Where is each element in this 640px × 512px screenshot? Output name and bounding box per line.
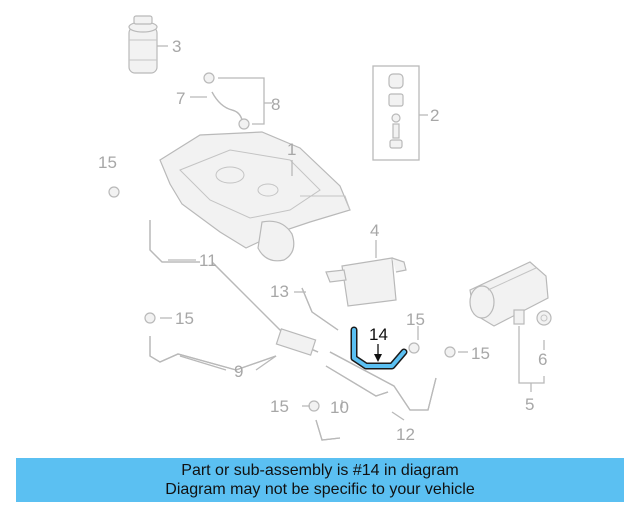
part-7-8-hose [190,72,272,130]
part-1-crossmember [159,131,351,262]
callout-15c: 15 [406,310,425,329]
callout-15a: 15 [98,153,117,172]
part-4-bracket [325,240,407,307]
callout-15e: 15 [270,397,289,416]
callout-13: 13 [270,282,289,301]
part-2-kit [372,65,428,161]
callout-7: 7 [176,89,185,108]
parts-diagram: 1 2 3 4 5 6 7 8 9 10 11 12 13 15 15 15 1… [98,15,552,444]
banner-line-1: Part or sub-assembly is #14 in diagram [181,462,459,479]
callout-10: 10 [330,398,349,417]
callout-14: 14 [369,325,388,344]
callout-5: 5 [525,395,534,414]
callout-1: 1 [287,140,296,159]
pipes-left [108,186,468,441]
callout-3: 3 [172,37,181,56]
part-14-hose-highlight [350,326,408,370]
callout-9: 9 [234,362,243,381]
callout-6: 6 [538,350,547,369]
callout-8: 8 [271,95,280,114]
part-3-filter [128,15,168,74]
part-5-6-canister [469,261,552,392]
callout-11: 11 [199,251,217,270]
callout-15b: 15 [175,309,194,328]
callout-12: 12 [396,425,415,444]
info-banner: Part or sub-assembly is #14 in diagram D… [16,458,624,502]
callout-15d: 15 [471,344,490,363]
callout-highlighted: 14 [369,325,388,344]
callout-4: 4 [370,221,379,240]
callout-labels: 1 2 3 4 5 6 7 8 9 10 11 12 13 15 15 15 1… [98,37,547,444]
callout-2: 2 [430,106,439,125]
banner-line-2: Diagram may not be specific to your vehi… [165,481,475,498]
